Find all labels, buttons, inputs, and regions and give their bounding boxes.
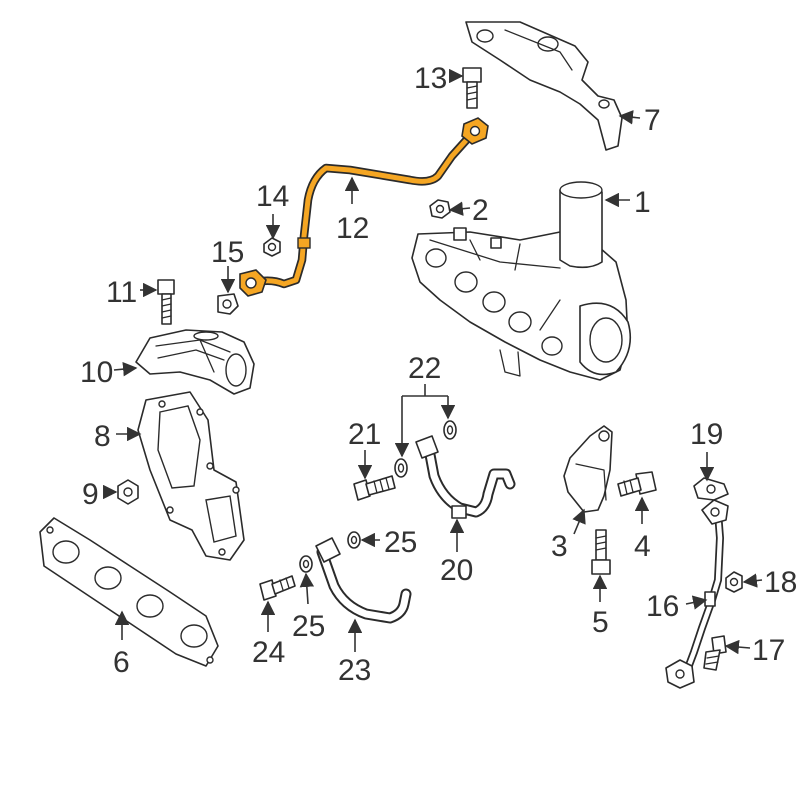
callout-10: 10 <box>80 356 113 389</box>
part-19-gasket <box>693 477 729 501</box>
callout-2: 2 <box>472 194 489 227</box>
part-7-bracket <box>465 21 623 151</box>
callout-21: 21 <box>348 418 381 451</box>
part-12-oil-line-highlighted <box>239 117 489 297</box>
part-16-pipe <box>665 499 729 689</box>
part-10-heat-shield <box>135 329 255 395</box>
callout-4: 4 <box>634 530 651 563</box>
callout-12: 12 <box>336 212 369 245</box>
part-22-washers <box>394 420 457 478</box>
callout-1: 1 <box>634 186 651 219</box>
callout-11: 11 <box>106 276 137 309</box>
callout-19: 19 <box>690 418 723 451</box>
callout-3: 3 <box>551 530 568 563</box>
part-6-manifold-gasket <box>39 517 219 667</box>
part-5-bolt <box>591 529 611 575</box>
part-4-bolt <box>617 471 657 497</box>
part-23-pipe <box>315 537 412 624</box>
callout-25-lower: 25 <box>292 610 325 643</box>
callout-25-right: 25 <box>384 526 417 559</box>
callout-15: 15 <box>211 236 244 269</box>
callout-8: 8 <box>94 420 111 453</box>
callout-9: 9 <box>82 478 99 511</box>
part-14-nut <box>263 237 281 257</box>
part-15-gasket <box>217 293 239 315</box>
part-8-turbo-gasket <box>137 391 245 561</box>
callout-20: 20 <box>440 554 473 587</box>
part-2-nut <box>429 199 451 219</box>
leader-lines <box>103 68 763 655</box>
callout-13: 13 <box>414 62 447 95</box>
callout-17: 17 <box>752 634 785 667</box>
part-18-nut <box>725 571 743 593</box>
callout-22: 22 <box>408 352 441 385</box>
part-13-bolt <box>462 67 482 109</box>
part-3-bracket <box>563 425 613 513</box>
part-1-turbo-manifold <box>411 181 632 381</box>
part-20-return-pipe <box>415 435 516 519</box>
part-17-bolt <box>703 635 727 671</box>
callout-7: 7 <box>644 104 661 137</box>
callout-14: 14 <box>256 180 289 213</box>
callout-labels: 1 2 3 4 5 6 7 8 9 10 11 12 13 14 15 16 1… <box>80 62 797 687</box>
part-9-nut <box>117 479 139 505</box>
callout-18: 18 <box>764 566 797 599</box>
part-11-bolt <box>157 279 175 325</box>
callout-5: 5 <box>592 606 609 639</box>
callout-24: 24 <box>252 636 285 669</box>
callout-23: 23 <box>338 654 371 687</box>
part-25-washers <box>299 531 361 573</box>
part-24-bolt <box>259 575 296 601</box>
callout-16: 16 <box>646 590 679 623</box>
part-21-bolt <box>353 475 396 501</box>
callout-6: 6 <box>113 646 130 679</box>
